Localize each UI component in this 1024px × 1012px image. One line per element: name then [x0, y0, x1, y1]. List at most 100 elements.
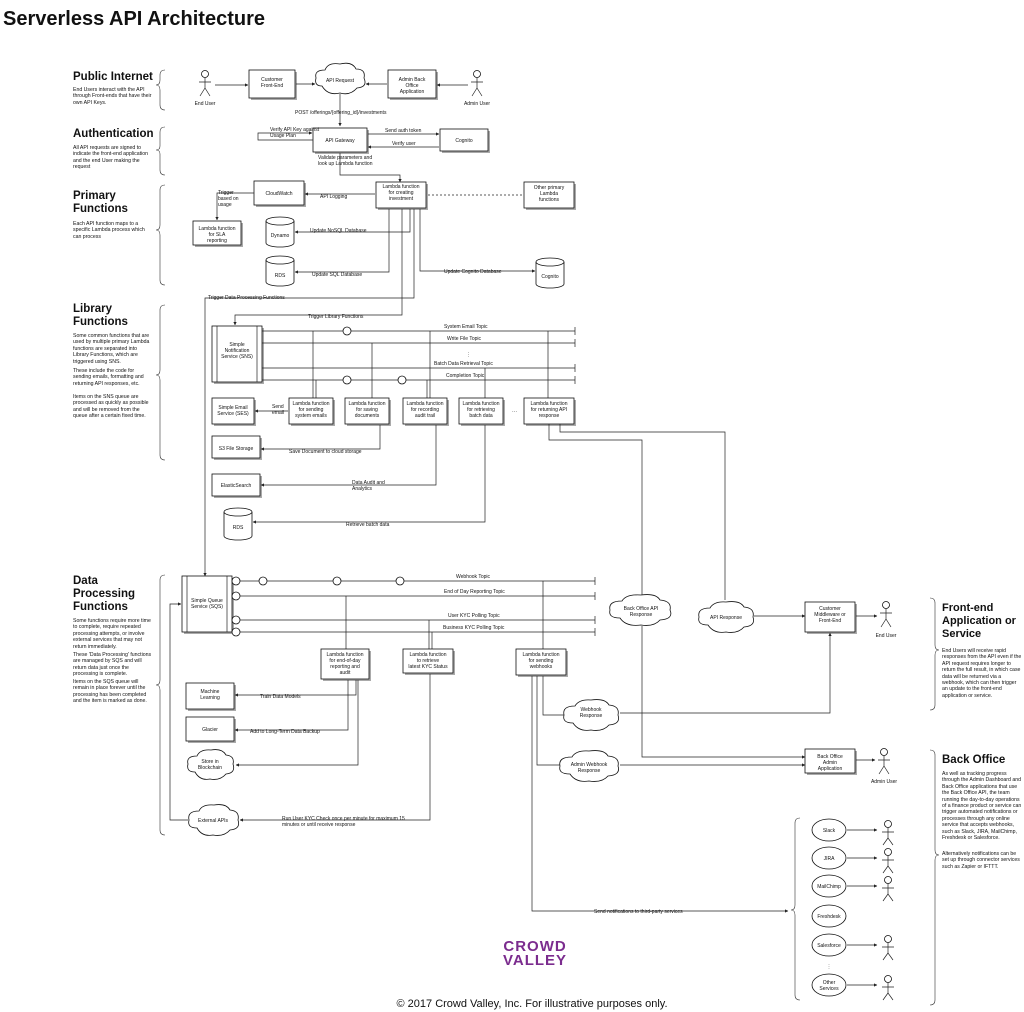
bracket-third-party [790, 817, 801, 1001]
section-desc-dp-2: These 'Data Processing' functions are ma… [73, 652, 152, 678]
api-response-label: API Response [710, 615, 742, 621]
verify-user-label: Verify user [392, 141, 416, 147]
service-freshdesk: Freshdesk [811, 904, 847, 928]
section-desc-library-3: Items on the SNS queue are processed as … [73, 394, 149, 420]
lambda-create-investment-box [375, 181, 427, 209]
lambda-eod-box [320, 648, 370, 680]
cognito-db-label: Cognito [541, 274, 558, 280]
customer-frontend-box [248, 69, 296, 99]
api-response-cloud [698, 601, 754, 633]
end-user-right-icon [880, 601, 892, 628]
update-sql-label: Update SQL Database [312, 272, 362, 278]
elasticsearch-label: ElasticSearch [221, 483, 252, 489]
other-primary-box [523, 181, 575, 209]
section-title-backoffice: Back Office [942, 754, 1006, 766]
sqs-box [181, 575, 233, 633]
machine-learning-box [185, 682, 235, 710]
sns-topic-system-email: System Email Topic [444, 324, 488, 330]
bracket-frontend [929, 597, 940, 711]
service-label-freshdesk: Freshdesk [817, 914, 841, 920]
section-desc-dp-1: Some functions require more time to comp… [73, 618, 151, 650]
admin-user-right-label: Admin User [871, 779, 897, 785]
rds-top-db-icon [265, 255, 295, 287]
service-mailchimp: MailChimp [811, 874, 894, 902]
long-term-label: Add to Long-Term Data Backup [250, 729, 320, 735]
crowd-valley-logo: CROWD VALLEY [503, 939, 567, 968]
section-title-public-internet: Public Internet [73, 71, 153, 83]
sns-topic-write-file: Write File Topic [447, 336, 481, 342]
cognito-top-label: Cognito [455, 138, 472, 144]
trigger-dp-label: Trigger Data Processing Functions [208, 295, 285, 301]
api-gateway-box [312, 127, 368, 153]
section-desc-frontend: End Users will receive rapid responses f… [942, 648, 1022, 699]
service-jira: JIRA [811, 846, 894, 874]
sqs-topic-lines: Webhook Topic End of Day Reporting Topic… [231, 574, 596, 637]
section-title-primary: Primary Functions [73, 190, 128, 215]
s3-box [211, 435, 261, 459]
section-desc-library-2: These include the code for sending email… [73, 368, 144, 387]
section-desc-public-internet: End Users interact with the API through … [73, 87, 152, 106]
send-auth-label: Send auth token [385, 128, 422, 134]
elasticsearch-box [211, 473, 261, 497]
bracket-data-processing [155, 574, 166, 836]
lambda-audit-box [402, 397, 448, 425]
section-title-library: Library Functions [73, 303, 128, 328]
service-salesforce: Salesforce [811, 933, 894, 961]
rds-mid-label: RDS [233, 525, 244, 531]
api-logging-label: API Logging [320, 194, 347, 200]
cognito-db-icon [535, 257, 565, 289]
webhook-response-cloud [563, 699, 619, 731]
lambda-kyc-box [402, 648, 454, 674]
kyc-check-label: Run User KYC Check once per minute for m… [282, 816, 405, 828]
service-label-salesforce: Salesforce [817, 943, 841, 949]
svg-text:⋮: ⋮ [827, 964, 832, 970]
bracket-public-internet [155, 69, 166, 111]
end-user-right-label: End User [876, 633, 897, 639]
sns-topic-completion: Completion Topic [446, 373, 485, 379]
ses-box [211, 397, 255, 425]
lambda-batch-box [458, 397, 504, 425]
s3-label: S3 File Storage [219, 446, 254, 452]
section-title-frontend: Front-end Application or Service [942, 602, 1016, 640]
bracket-primary [155, 184, 166, 286]
service-slack: Slack [811, 818, 894, 846]
sqs-topic-user-kyc: User KYC Polling Topic [448, 613, 500, 619]
service-label-jira: JIRA [824, 856, 836, 862]
section-title-data-processing: Data Processing Functions [73, 575, 135, 613]
retrieve-batch-label: Retrieve batch data [346, 522, 390, 528]
cognito-top-box [439, 128, 489, 152]
service-label-mailchimp: MailChimp [817, 884, 841, 890]
customer-middleware-box [804, 601, 856, 633]
api-request-label: API Request [326, 78, 355, 84]
admin-webhook-response-cloud [559, 750, 619, 782]
sns-topic-lines: System Email Topic Write File Topic Batc… [262, 324, 576, 385]
admin-backoffice-app-box [387, 69, 437, 99]
bracket-authentication [155, 126, 166, 176]
section-desc-primary: Each API function maps to a specific Lam… [73, 221, 145, 240]
blockchain-cloud [187, 749, 235, 780]
end-user-top-icon [199, 70, 211, 97]
update-cognito-label: Update Cognito Database [444, 269, 502, 275]
external-apis-label: External APIs [198, 818, 229, 824]
glacier-label: Glacier [202, 727, 218, 733]
save-doc-label: Save Document to cloud storage [289, 449, 362, 455]
external-apis-cloud [188, 804, 240, 836]
